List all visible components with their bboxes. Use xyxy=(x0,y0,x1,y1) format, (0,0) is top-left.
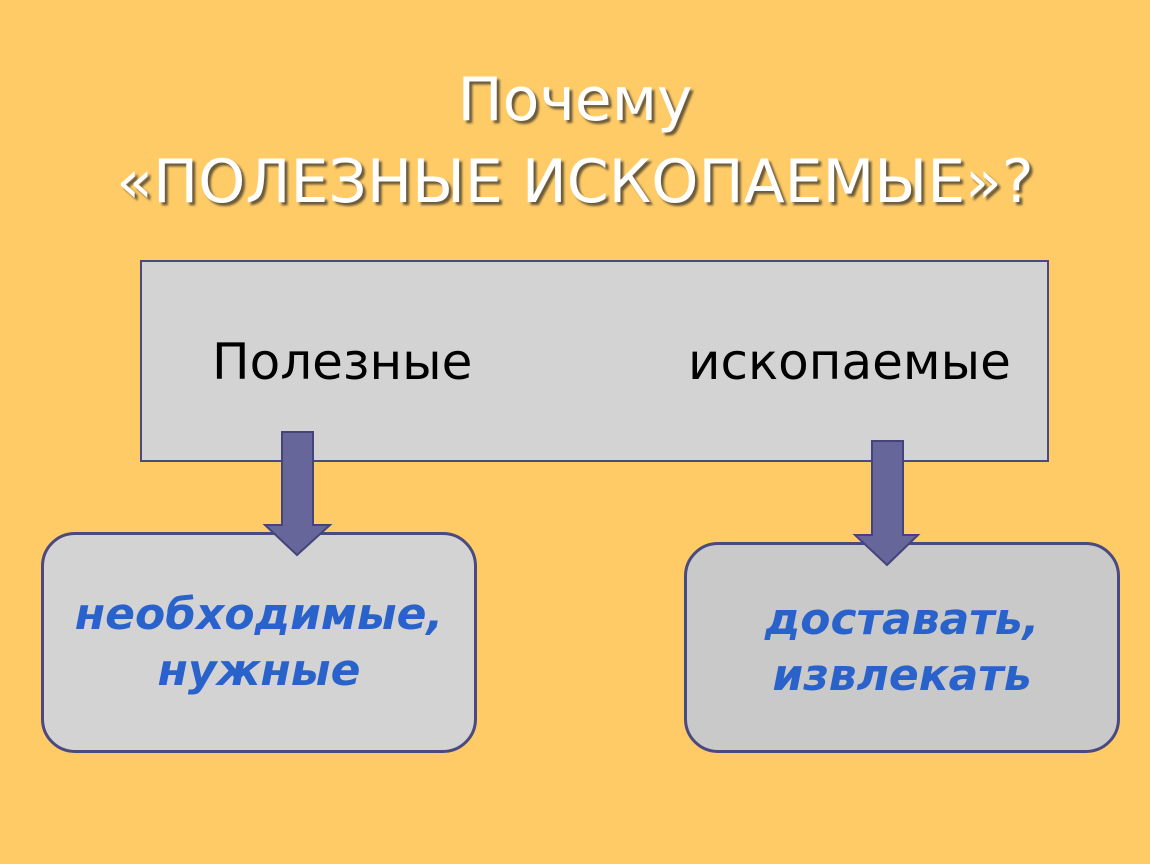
term-box xyxy=(140,260,1049,462)
meaning-box-right: доставать,извлекать xyxy=(684,542,1120,753)
meaning-box-left: необходимые,нужные xyxy=(41,532,477,753)
arrow-down-left-icon xyxy=(262,431,333,557)
meaning-left-line2: нужные xyxy=(157,644,361,696)
meaning-left-line1: необходимые, xyxy=(74,588,444,640)
title-line-2: «ПОЛЕЗНЫЕ ИСКОПАЕМЫЕ»? xyxy=(116,147,1034,217)
word-iskopaemye: ископаемые xyxy=(688,333,1011,391)
title-line-1: Почему xyxy=(457,65,693,135)
arrow-down-right-icon xyxy=(852,440,921,567)
word-poleznye: Полезные xyxy=(212,333,473,391)
meaning-right-line2: извлекать xyxy=(772,649,1032,701)
meaning-right-line1: доставать, xyxy=(764,593,1040,645)
